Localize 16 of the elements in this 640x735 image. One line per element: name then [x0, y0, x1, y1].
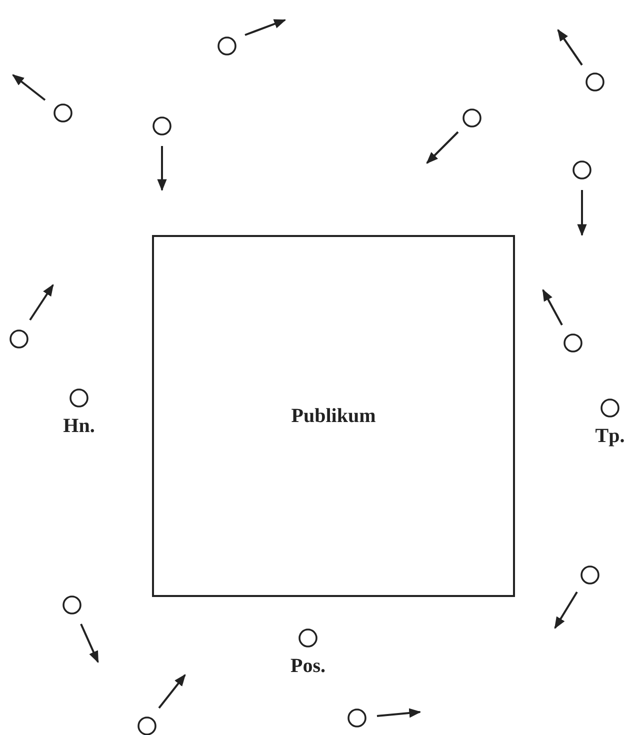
- circle-marker: [571, 159, 593, 181]
- instrument-label: Hn.: [62, 415, 96, 438]
- circle-marker: [579, 564, 601, 586]
- instrument-label: Tp.: [594, 425, 626, 448]
- circle-marker: [151, 115, 173, 137]
- instrument-label: Pos.: [290, 655, 326, 678]
- circle-marker: [346, 707, 368, 729]
- circle-marker: [461, 107, 483, 129]
- area-label: Publikum: [291, 404, 376, 428]
- circle-marker: [216, 35, 238, 57]
- circle-marker: [52, 102, 74, 124]
- circle-marker: [8, 328, 30, 350]
- circle-marker: [61, 594, 83, 616]
- audience-area: [152, 235, 515, 597]
- circle-marker: [584, 71, 606, 93]
- circle-marker: [562, 332, 584, 354]
